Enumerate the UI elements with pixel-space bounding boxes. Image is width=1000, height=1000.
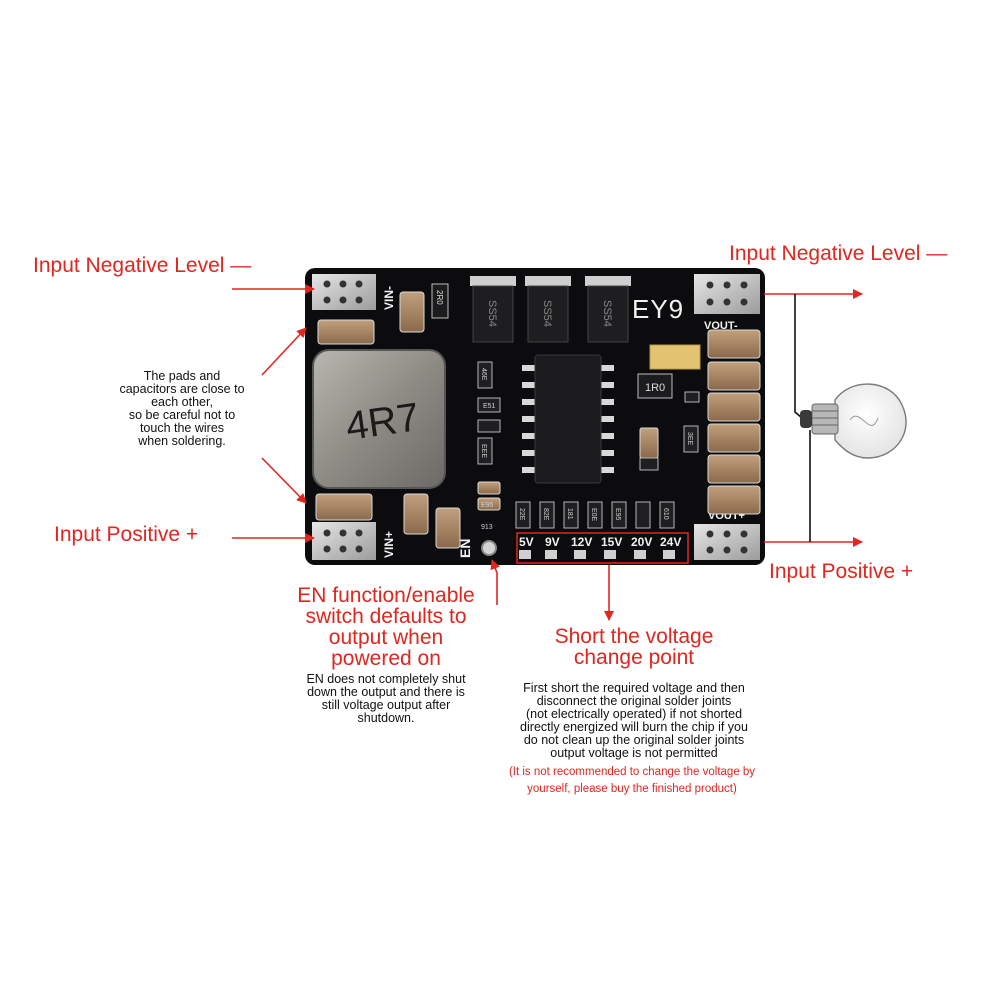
voltage-15v: 15V xyxy=(601,535,622,549)
marking-913: 913 xyxy=(481,524,493,531)
warning-line: yourself, please buy the finished produc… xyxy=(527,783,737,795)
pads-warning-note: The pads and capacitors are close to eac… xyxy=(96,370,268,448)
label-input-negative-right: Input Negative Level — xyxy=(729,242,948,265)
inductor-4r7: 4R7 xyxy=(312,349,446,489)
short-note-line: do not clean up the original solder join… xyxy=(523,733,745,747)
marking-e0e: E0E xyxy=(590,508,597,522)
diode-1: SS54 xyxy=(470,276,516,343)
small-smd-parts xyxy=(477,361,700,471)
short-voltage-note: First short the required voltage and the… xyxy=(484,682,784,760)
short-title-line: Short the voltage xyxy=(554,625,714,648)
smd-markings: 22E 82E 181 E0E E95 610 E95 913 46E E51 … xyxy=(480,368,693,531)
label-input-positive-left: Input Positive + xyxy=(54,523,199,546)
marking-3ee: 3EE xyxy=(686,432,693,446)
en-title-line: EN function/enable xyxy=(297,584,475,607)
vout-minus-silk: VOUT- xyxy=(704,320,738,332)
pads-note-line: each other, xyxy=(151,395,213,409)
marking-181: 181 xyxy=(566,508,573,520)
short-title-line: change point xyxy=(573,646,695,669)
resistor-2r0: 2R0 xyxy=(431,283,449,319)
marking-82e: 82E xyxy=(542,508,549,521)
pad-vin-minus xyxy=(312,274,376,310)
warning-line: (It is not recommended to change the vol… xyxy=(508,766,756,778)
arrow-en xyxy=(490,559,500,605)
voltage-selector: 5V 9V 12V 15V 20V 24V xyxy=(516,532,689,564)
light-bulb-icon xyxy=(800,383,907,459)
diode-1-marking: SS54 xyxy=(486,300,498,327)
pads-note-line: The pads and xyxy=(143,369,221,383)
capacitor xyxy=(315,291,761,549)
voltage-5v: 5V xyxy=(519,535,534,549)
pcb-board: VIN- VIN+ VOUT- VOUT+ EN EY9 4R7 SS54 SS… xyxy=(305,268,765,565)
en-title-line: switch defaults to xyxy=(305,605,467,628)
vin-plus-silk: VIN+ xyxy=(382,531,396,558)
en-function-title: EN function/enable switch defaults to ou… xyxy=(262,585,510,669)
short-voltage-warning: (It is not recommended to change the vol… xyxy=(472,764,792,798)
pad-vin-plus xyxy=(312,522,376,560)
arrows xyxy=(232,284,863,621)
inductor-marking: 4R7 xyxy=(343,395,422,449)
voltage-20v: 20V xyxy=(631,535,652,549)
en-silk: EN xyxy=(457,539,473,558)
marking-e51: E51 xyxy=(483,403,496,410)
resistor-1r0-marking: 1R0 xyxy=(645,382,665,394)
diode-2-marking: SS54 xyxy=(541,300,553,327)
brand-silk: EY9 xyxy=(632,294,684,324)
resistor-1r0: 1R0 xyxy=(637,373,673,399)
arrow-pads-bottom xyxy=(261,457,307,504)
voltage-24v: 24V xyxy=(660,535,681,549)
short-note-line: directly energized will burn the chip if… xyxy=(520,720,748,734)
en-note-line: down the output and there is xyxy=(307,685,465,699)
marking-610: 610 xyxy=(662,508,669,520)
en-note-line: EN does not completely shut xyxy=(306,672,466,686)
vin-minus-silk: VIN- xyxy=(382,286,396,310)
short-voltage-title: Short the voltage change point xyxy=(514,626,754,668)
en-title-line: powered on xyxy=(331,647,441,670)
voltage-12v: 12V xyxy=(571,535,592,549)
pad-vout-minus xyxy=(694,274,760,314)
diode-3: SS54 xyxy=(585,276,631,343)
short-note-line: First short the required voltage and the… xyxy=(523,681,745,695)
short-note-line: (not electrically operated) if not short… xyxy=(525,707,743,721)
marking-46e: 46E xyxy=(480,368,487,381)
label-input-negative-left: Input Negative Level — xyxy=(33,254,252,277)
voltage-9v: 9V xyxy=(545,535,560,549)
marking-eee: EEE xyxy=(480,444,487,458)
yellow-capacitor xyxy=(649,344,701,370)
short-note-line: disconnect the original solder joints xyxy=(536,694,732,708)
en-pad xyxy=(481,540,497,556)
marking-22e: 22E xyxy=(518,508,525,521)
marking-e95-a: E95 xyxy=(614,508,621,521)
pads-note-line: capacitors are close to xyxy=(119,382,245,396)
diode-3-marking: SS54 xyxy=(601,300,613,327)
resistor-2r0-marking: 2R0 xyxy=(435,290,444,305)
pads-note-line: touch the wires xyxy=(139,421,225,435)
marking-e95-b: E95 xyxy=(481,502,494,509)
en-note-line: shutdown. xyxy=(357,711,415,725)
diode-2: SS54 xyxy=(525,276,571,343)
arrow-pads-top xyxy=(261,327,307,376)
controller-ic xyxy=(522,354,614,484)
pad-vout-plus xyxy=(694,524,760,560)
lamp-wires xyxy=(794,294,811,542)
pads-note-line: so be careful not to xyxy=(128,408,236,422)
short-note-line: output voltage is not permitted xyxy=(550,746,718,760)
en-function-note: EN does not completely shut down the out… xyxy=(272,673,500,725)
en-note-line: still voltage output after xyxy=(321,698,451,712)
jumper-resistor-row xyxy=(515,501,675,529)
en-title-line: output when xyxy=(328,626,444,649)
label-input-positive-right: Input Positive + xyxy=(769,560,914,583)
pads-note-line: when soldering. xyxy=(138,434,226,448)
